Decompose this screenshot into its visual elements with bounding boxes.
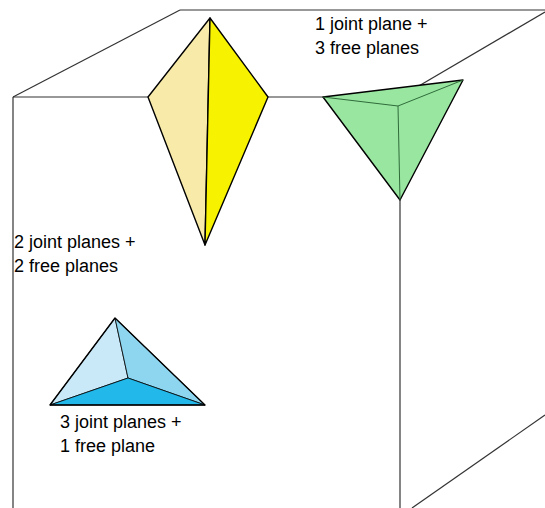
case-label: 1 joint plane + 3 free planes — [315, 12, 436, 60]
yellow-tetrahedron — [148, 18, 268, 245]
blue-tetrahedron — [50, 318, 205, 405]
case-label: 2 joint planes + 2 free planes — [14, 230, 144, 278]
rock-block-outline — [13, 10, 545, 508]
green-tetrahedron — [323, 80, 463, 200]
case-label: 3 joint planes + 1 free plane — [60, 410, 190, 458]
